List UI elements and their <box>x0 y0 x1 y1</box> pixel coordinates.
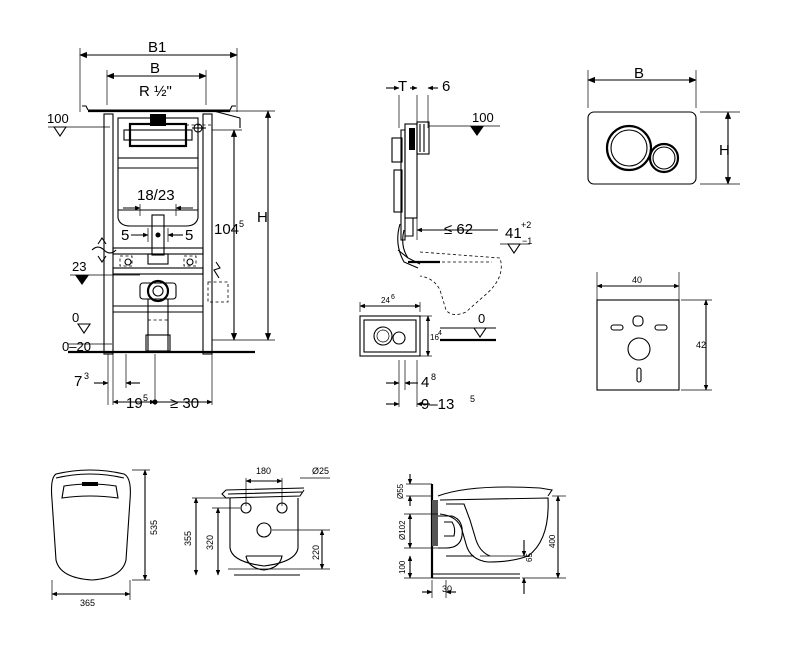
button-b-label: B <box>634 65 644 82</box>
frame-five-left: 5 <box>121 227 129 244</box>
frame-thread-label: R ½" <box>139 83 172 100</box>
side-four-sup: 8 <box>431 372 436 382</box>
flush-button-view: B H <box>587 65 740 185</box>
bowl-side-65: 65 <box>525 553 534 562</box>
frame-five-right: 5 <box>185 227 193 244</box>
side-plate-w: 24 <box>381 296 390 305</box>
side-t-label: T <box>398 78 407 95</box>
button-h-label: H <box>719 142 730 159</box>
bowl-back-dia25: Ø25 <box>312 466 329 476</box>
bowl-side-view: Ø55 Ø102 100 65 400 30 <box>396 474 566 598</box>
bowl-side-400: 400 <box>548 534 557 548</box>
frame-range-020: 0–20 <box>62 339 91 354</box>
side-zero: 0 <box>478 311 485 326</box>
frame-height-104: 104 <box>214 221 239 238</box>
frame-zero: 0 <box>72 310 79 325</box>
plate-width-label: 40 <box>632 275 642 285</box>
bowl-side-30: 30 <box>442 584 452 594</box>
bowl-top-depth: 535 <box>149 520 159 535</box>
side-ref-100: 100 <box>472 110 494 125</box>
frame-ref-1823: 18/23 <box>137 187 175 204</box>
side-plate-h: 16 <box>430 333 439 342</box>
frame-nineteen-sup: 5 <box>143 393 148 403</box>
bowl-back-view: 180 Ø25 355 320 220 <box>183 466 330 576</box>
side-v41-sub: −1 <box>522 236 532 246</box>
bowl-side-dia102: Ø102 <box>398 520 407 540</box>
bowl-side-100: 100 <box>398 560 407 574</box>
side-four: 4 <box>421 374 429 391</box>
bowl-back-355: 355 <box>183 531 193 546</box>
side-v41-sup: +2 <box>521 220 531 230</box>
frame-ref-100: 100 <box>47 111 69 126</box>
plate-height-label: 42 <box>696 340 706 350</box>
frame-seven-sup: 3 <box>84 371 89 381</box>
frame-front-view: B1 B R ½" 100 18/23 <box>47 39 275 412</box>
bowl-top-view: 535 365 <box>50 469 159 608</box>
bowl-top-width: 365 <box>80 598 95 608</box>
side-plate-w-sup: 6 <box>391 294 395 301</box>
frame-ref-23: 23 <box>72 259 86 274</box>
bowl-side-dia55: Ø55 <box>396 483 405 499</box>
side-range-913: 9–13 <box>421 396 454 413</box>
frame-side-view: T 6 100 ≤ 62 41 +2 −1 <box>359 78 532 413</box>
frame-nineteen: 19 <box>126 395 143 412</box>
bowl-back-180: 180 <box>256 466 271 476</box>
bowl-back-320: 320 <box>205 535 215 550</box>
cover-plate-view: 40 42 <box>596 272 712 391</box>
frame-ge30: ≥ 30 <box>170 395 199 412</box>
frame-b-label: B <box>150 60 160 77</box>
frame-seven: 7 <box>74 373 82 390</box>
side-plate-h-sup: 4 <box>438 330 442 337</box>
side-range-913-sup: 5 <box>470 394 475 404</box>
frame-height-104-sup: 5 <box>239 219 244 229</box>
side-six-label: 6 <box>442 78 450 95</box>
frame-b1-label: B1 <box>148 39 166 56</box>
bowl-back-220: 220 <box>311 545 321 560</box>
frame-h-label: H <box>257 209 268 226</box>
side-le62: ≤ 62 <box>444 221 473 238</box>
side-v41: 41 <box>505 225 522 242</box>
